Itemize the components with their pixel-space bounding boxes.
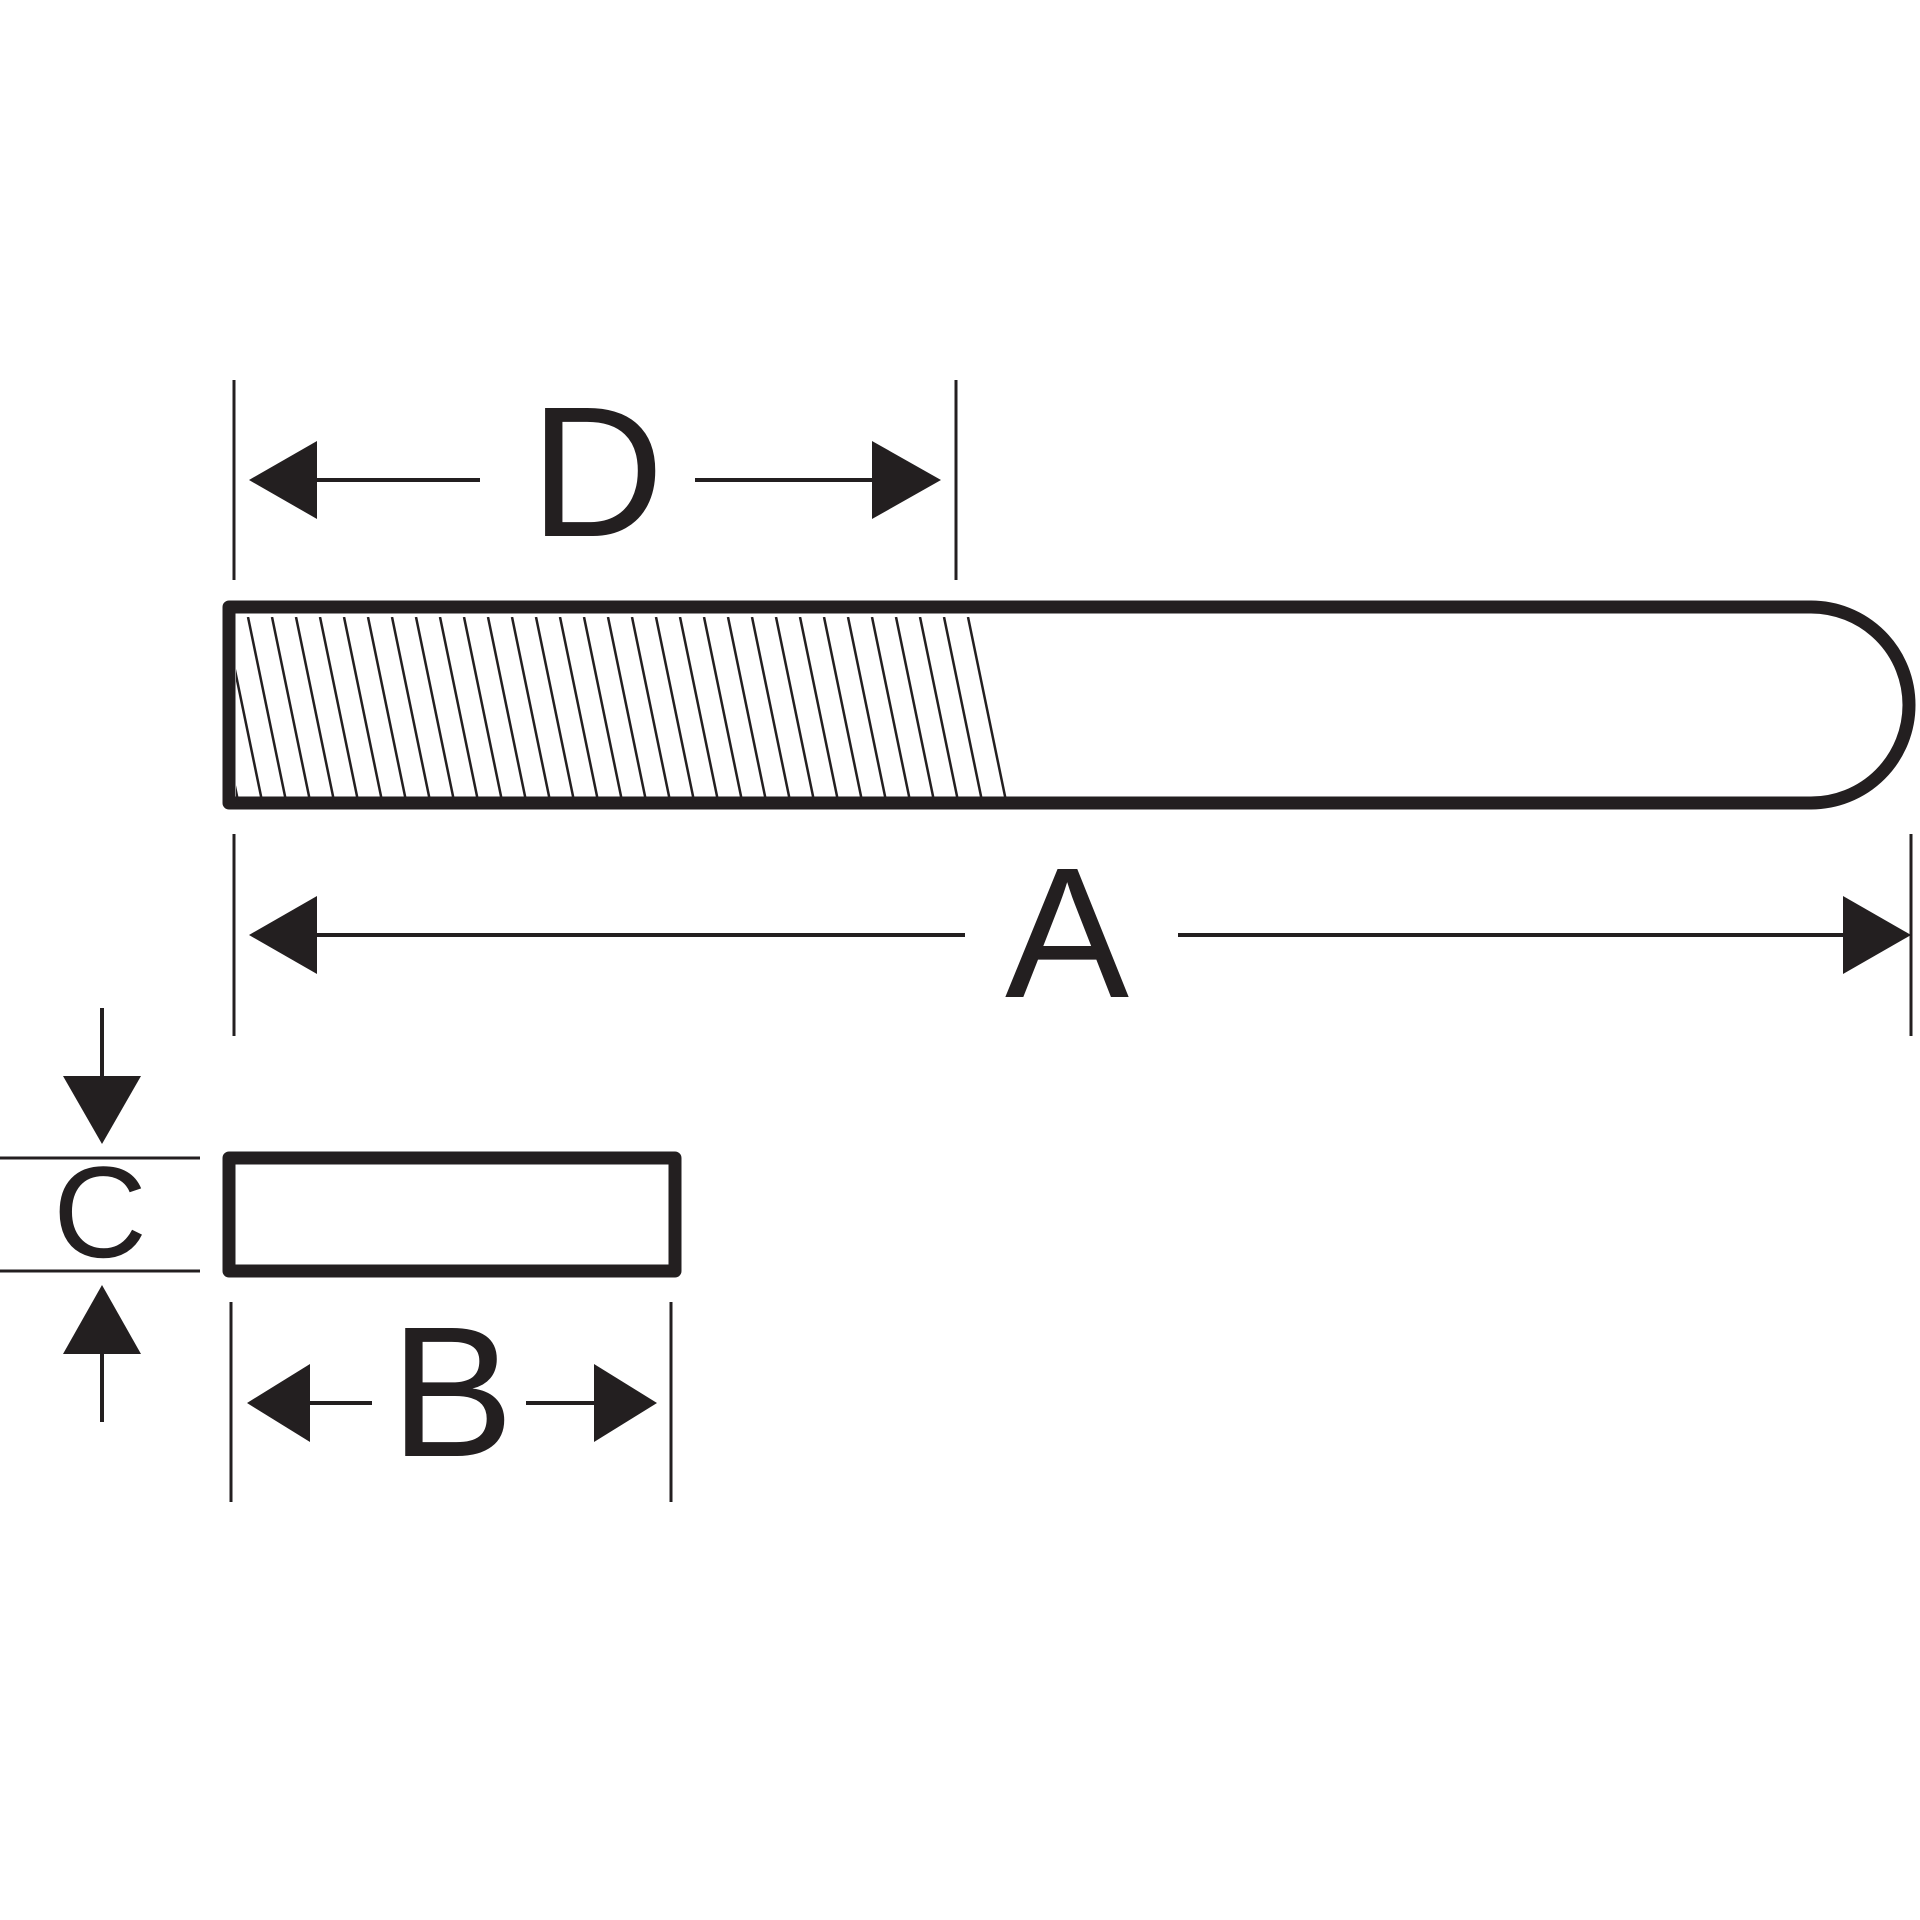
- file-tooth-line: [558, 617, 600, 801]
- file-blade-outline: [222, 600, 1916, 810]
- file-tooth-line: [870, 617, 912, 801]
- dimension-a-arrow-left: [249, 896, 317, 974]
- dimension-c: C: [0, 1008, 200, 1422]
- file-tooth-line: [726, 617, 768, 801]
- dimension-b-label: B: [390, 1289, 514, 1496]
- file-tooth-line: [654, 617, 696, 801]
- dimension-d: D: [232, 369, 958, 580]
- dimension-d-arrow-left: [249, 441, 317, 519]
- file-tooth-line: [414, 617, 456, 801]
- dimension-a-label: A: [1005, 830, 1129, 1037]
- file-tooth-line: [534, 617, 576, 801]
- file-tooth-line: [366, 617, 408, 801]
- file-teeth-hatching: [236, 617, 1008, 801]
- file-side-view: [222, 600, 1916, 810]
- file-cross-section: [222, 1151, 682, 1278]
- file-tooth-line: [774, 617, 816, 801]
- file-tooth-line: [702, 617, 744, 801]
- file-tooth-line: [678, 617, 720, 801]
- file-tooth-line: [798, 617, 840, 801]
- file-tooth-line: [822, 617, 864, 801]
- file-tooth-line: [606, 617, 648, 801]
- file-tooth-line: [318, 617, 360, 801]
- file-tooth-line: [750, 617, 792, 801]
- file-tooth-line: [918, 617, 960, 801]
- file-tooth-line: [236, 668, 264, 801]
- file-tooth-line: [582, 617, 624, 801]
- file-tooth-line: [294, 617, 336, 801]
- file-tooth-line: [510, 617, 552, 801]
- dimension-d-label: D: [530, 369, 664, 576]
- dimension-c-arrow-bottom: [63, 1285, 141, 1354]
- dimension-a: A: [232, 830, 1913, 1037]
- file-tooth-line: [270, 617, 312, 801]
- dimension-b-arrow-right: [594, 1364, 657, 1442]
- file-tooth-line: [894, 617, 936, 801]
- file-tooth-line: [486, 617, 528, 801]
- file-tooth-line: [246, 617, 288, 801]
- file-tooth-line: [438, 617, 480, 801]
- file-tooth-line: [942, 617, 984, 801]
- dimension-d-arrow-right: [872, 441, 941, 519]
- file-tooth-line: [630, 617, 672, 801]
- dimension-c-label: C: [53, 1139, 147, 1285]
- file-tooth-line: [342, 617, 384, 801]
- dimension-c-arrow-top: [63, 1076, 141, 1144]
- dimension-b-arrow-left: [247, 1364, 310, 1442]
- file-tooth-line: [390, 617, 432, 801]
- dimension-a-arrow-right: [1843, 896, 1911, 974]
- file-tooth-line: [462, 617, 504, 801]
- file-tooth-line: [846, 617, 888, 801]
- file-tooth-line: [966, 617, 1008, 801]
- dimension-b: B: [229, 1289, 673, 1502]
